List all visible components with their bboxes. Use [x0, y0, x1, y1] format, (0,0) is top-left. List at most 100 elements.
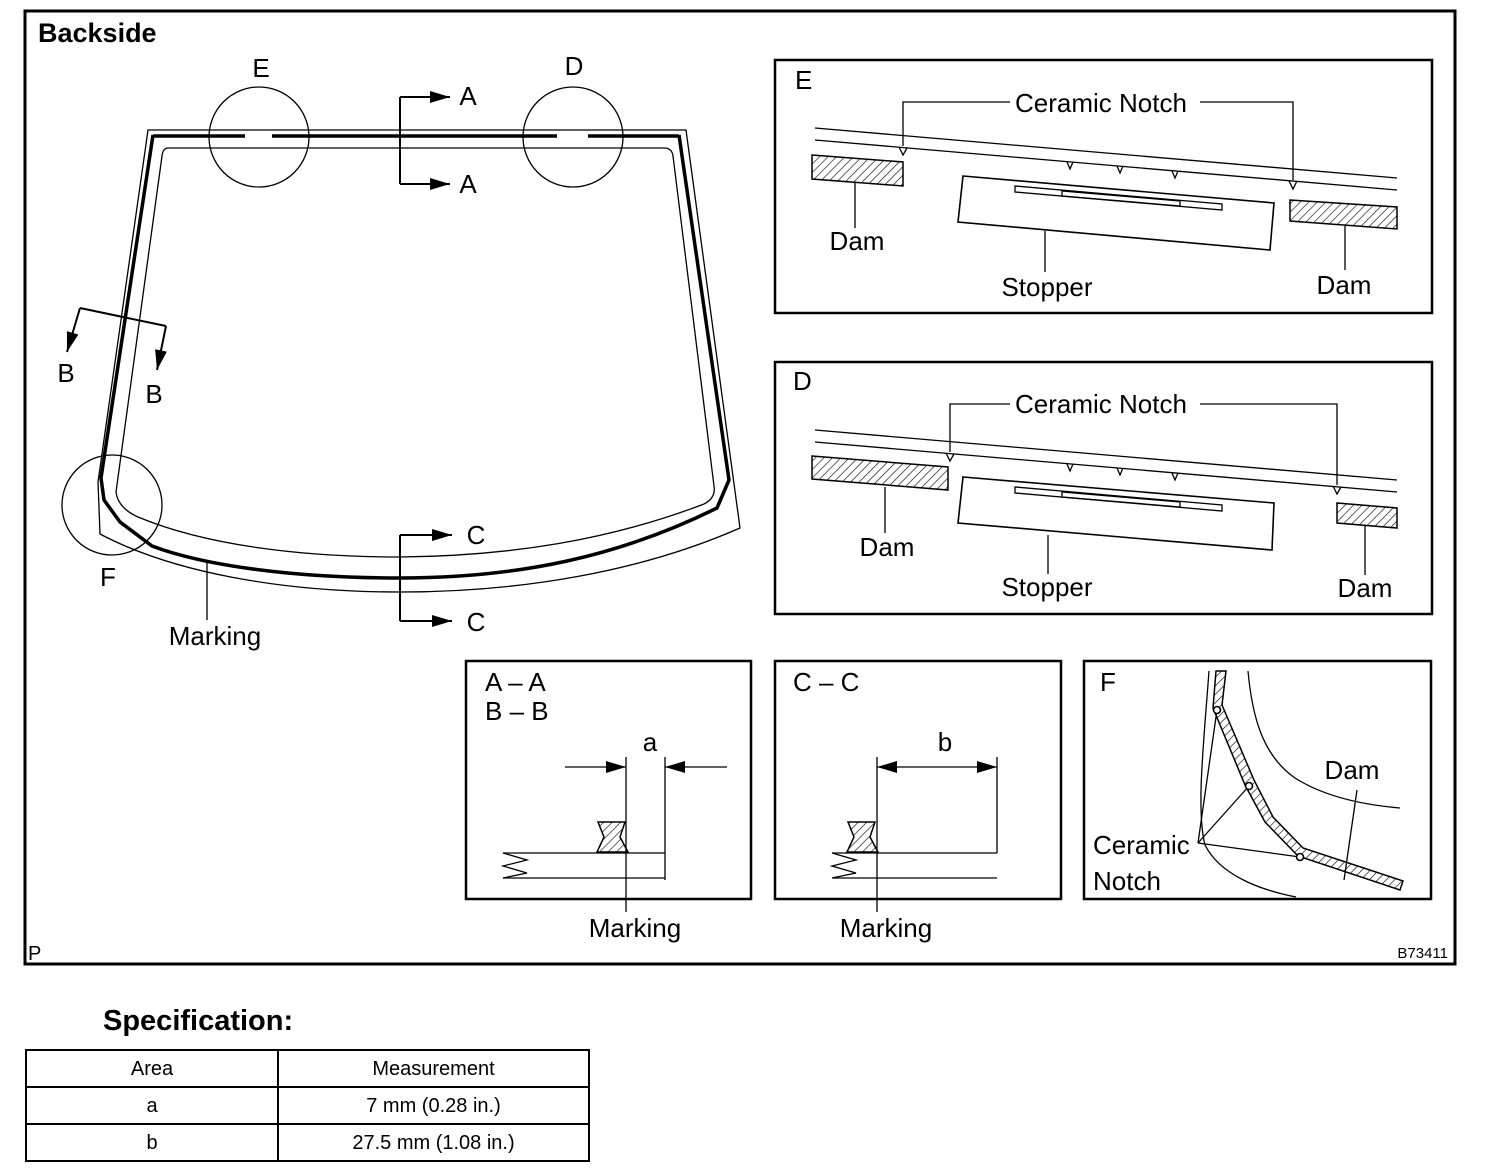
- section-ab-panel: A – A B – B a Marking: [464, 659, 753, 943]
- detail-e-frame: [773, 58, 1434, 315]
- windshield-overview: E D F A A B B C C Marking: [57, 51, 741, 651]
- glass-edge-curve: [1200, 670, 1297, 898]
- stopper: [957, 175, 1275, 251]
- ceramic-notch-leader-right: [1200, 101, 1294, 180]
- specification-title: Specification:: [103, 1005, 294, 1037]
- glass-edge-line: [814, 441, 1398, 493]
- backside-figure: Backside E D F A A B B: [23, 9, 1457, 966]
- dam-leader: [1343, 789, 1358, 881]
- section-label-a-bottom: A: [459, 169, 477, 199]
- detail-e-label: E: [795, 65, 812, 95]
- dimension-a-label: a: [643, 727, 658, 757]
- table-row: a 7 mm (0.28 in.): [25, 1086, 590, 1125]
- dam-edge-curve: [1247, 670, 1401, 809]
- ceramic-notch-leader: [1197, 842, 1301, 858]
- dam-label: Dam: [1325, 755, 1380, 785]
- ceramic-notch-point: [1295, 852, 1305, 862]
- area-cell: b: [25, 1123, 279, 1162]
- ceramic-notch-leader-left: [949, 403, 1010, 452]
- marking-line: [99, 134, 731, 580]
- dam-left-label: Dam: [830, 226, 885, 256]
- stopper-inner-band: [1014, 486, 1223, 512]
- glass-inner-edge: [115, 147, 715, 558]
- marking-label: Marking: [840, 913, 932, 943]
- dam-right-label: Dam: [1338, 573, 1393, 603]
- table-header-row: Area Measurement: [25, 1049, 590, 1088]
- ceramic-notch-left: [898, 146, 908, 157]
- detail-d-label: D: [793, 366, 812, 396]
- dam-right: [1336, 502, 1398, 529]
- section-label-c-top: C: [467, 520, 486, 550]
- ceramic-label: Ceramic: [1093, 830, 1190, 860]
- ceramic-notch-label: Ceramic Notch: [1015, 88, 1187, 118]
- notch-marks: [1066, 161, 1179, 180]
- section-cc-panel: C – C b Marking: [773, 659, 1063, 943]
- section-a-title: A – A: [485, 667, 546, 697]
- callout-label-f: F: [100, 562, 116, 592]
- callout-circle-f: [61, 454, 163, 556]
- detail-f-label: F: [1100, 667, 1116, 697]
- section-arrows-a: A A: [399, 81, 477, 199]
- break-symbol: [829, 852, 859, 879]
- detail-d-panel: D Ceramic Notch Dam Stopper Dam: [773, 360, 1434, 616]
- dimension-b-label: b: [938, 727, 952, 757]
- section-arrow-b-left: [66, 307, 81, 353]
- section-cc-frame: [773, 659, 1063, 901]
- detail-d-frame: [773, 360, 1434, 616]
- corner-mark: P: [28, 943, 41, 965]
- ceramic-notch-label: Ceramic Notch: [1015, 389, 1187, 419]
- section-label-b-left: B: [57, 358, 74, 388]
- marking-bead: [845, 821, 880, 853]
- notch-label: Notch: [1093, 866, 1161, 896]
- section-label-c-bottom: C: [467, 607, 486, 637]
- break-symbol: [500, 852, 530, 879]
- detail-f-panel: F Dam Ceramic Notch: [1082, 659, 1433, 901]
- marking-label: Marking: [589, 913, 681, 943]
- callout-circle-d: [522, 86, 624, 188]
- ceramic-notch-leader: [1197, 785, 1250, 844]
- section-arrows-b: B B: [57, 307, 167, 409]
- measurement-cell: 27.5 mm (1.08 in.): [277, 1123, 590, 1162]
- section-line-b: [79, 307, 167, 327]
- stopper: [957, 476, 1275, 551]
- detail-e-panel: E Ceramic Notch Dam Stopper Dam: [773, 58, 1434, 315]
- specification-table: Area Measurement a 7 mm (0.28 in.) b 27.…: [25, 1049, 590, 1162]
- ceramic-notch-left: [945, 452, 955, 463]
- figure-code: B73411: [1397, 945, 1448, 962]
- dam-right-label: Dam: [1317, 270, 1372, 300]
- section-c-title: C – C: [793, 667, 859, 697]
- stopper-inner-band: [1061, 491, 1181, 508]
- ceramic-notch-leader: [1197, 709, 1218, 844]
- stopper-label: Stopper: [1001, 572, 1092, 602]
- glass-edge-line: [814, 139, 1398, 191]
- figure-title: Backside: [38, 18, 157, 48]
- dam-left-label: Dam: [860, 532, 915, 562]
- ceramic-notch-leader-right: [1200, 403, 1338, 485]
- detail-f-frame: [1082, 659, 1433, 901]
- header-measurement: Measurement: [277, 1049, 590, 1088]
- figure-frame: [23, 9, 1457, 966]
- section-label-a-top: A: [459, 81, 477, 111]
- section-ab-frame: [464, 659, 753, 901]
- section-arrow-b-right: [155, 325, 167, 371]
- marking-label: Marking: [169, 621, 261, 651]
- area-cell: a: [25, 1086, 279, 1125]
- callout-label-e: E: [252, 53, 269, 83]
- dam-left: [811, 154, 904, 187]
- stopper-label: Stopper: [1001, 272, 1092, 302]
- section-arrows-c: C C: [399, 520, 486, 637]
- section-b-title: B – B: [485, 696, 549, 726]
- ceramic-notch-right: [1332, 485, 1342, 496]
- ceramic-notch-leader-left: [902, 101, 1010, 146]
- glass-surface-line: [814, 429, 1398, 481]
- ceramic-notch-point: [1212, 705, 1222, 715]
- measurement-cell: 7 mm (0.28 in.): [277, 1086, 590, 1125]
- dam-left: [811, 455, 949, 491]
- marking-bead: [595, 821, 630, 853]
- table-row: b 27.5 mm (1.08 in.): [25, 1123, 590, 1162]
- section-label-b-right: B: [145, 379, 162, 409]
- stopper-inner-band: [1014, 185, 1223, 211]
- ceramic-notch-point: [1244, 781, 1254, 791]
- glass-outer-edge: [97, 129, 741, 593]
- dam-right: [1289, 199, 1398, 230]
